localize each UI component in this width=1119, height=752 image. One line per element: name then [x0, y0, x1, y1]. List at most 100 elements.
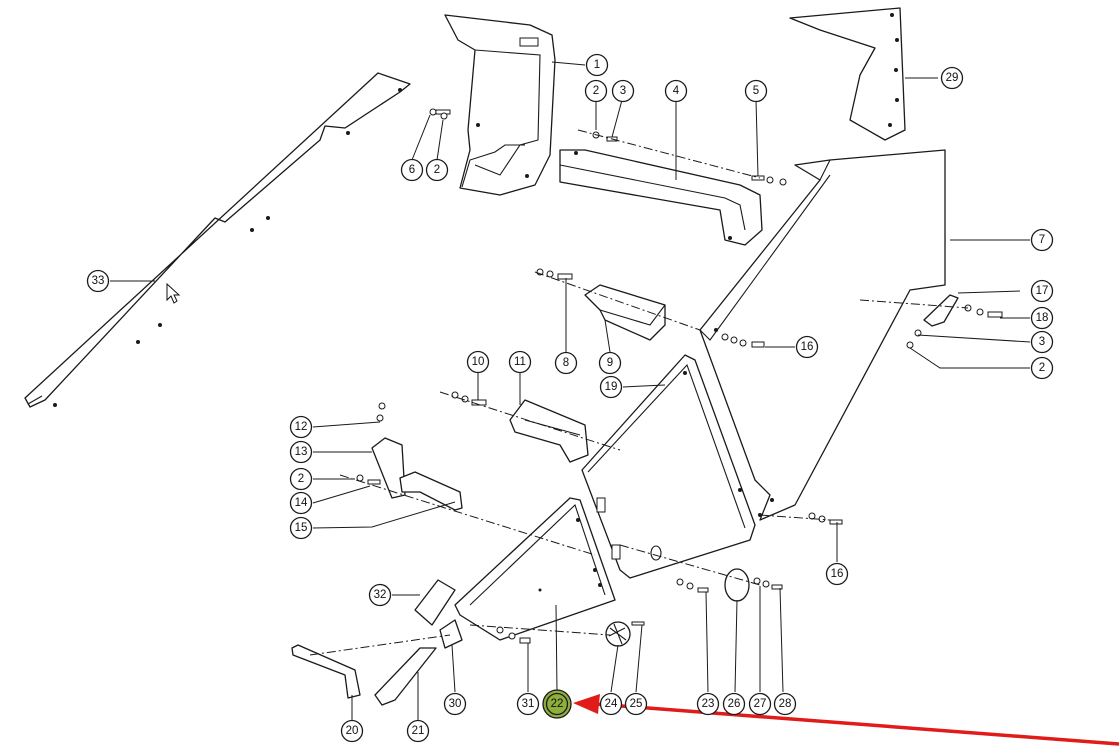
- callout-8[interactable]: 8: [554, 351, 578, 375]
- callout-label: 10: [472, 356, 485, 368]
- callout-32[interactable]: 32: [368, 583, 392, 607]
- callout-10[interactable]: 10: [466, 350, 490, 374]
- part-15-bracket: [399, 471, 463, 511]
- callout-18[interactable]: 18: [1030, 306, 1054, 330]
- callout-label: 2: [593, 85, 599, 97]
- callout-4[interactable]: 4: [664, 79, 688, 103]
- callout-label: 28: [779, 698, 792, 710]
- callout-2b[interactable]: 2: [425, 158, 449, 182]
- part-20-bracket: [291, 644, 361, 699]
- leader-lines: [110, 61, 1031, 720]
- callout-label: 5: [753, 85, 759, 97]
- callout-11[interactable]: 11: [508, 350, 532, 374]
- callout-label: 3: [620, 85, 626, 97]
- callout-2d[interactable]: 2: [289, 467, 313, 491]
- callout-23[interactable]: 23: [696, 692, 720, 716]
- callout-label: 27: [754, 698, 767, 710]
- part-4-channel: [559, 149, 763, 246]
- callout-label: 18: [1036, 312, 1049, 324]
- callout-25[interactable]: 25: [624, 692, 648, 716]
- part-7-housing: [699, 149, 946, 521]
- callout-2c[interactable]: 2: [1030, 356, 1054, 380]
- part-17-bracket: [923, 294, 959, 327]
- callout-19[interactable]: 19: [599, 375, 623, 399]
- callout-label: 24: [605, 698, 618, 710]
- callout-21[interactable]: 21: [406, 719, 430, 743]
- part-22-plate: [454, 497, 616, 641]
- callout-16b[interactable]: 16: [825, 562, 849, 586]
- part-29-plate: [789, 7, 906, 141]
- callout-label: 16: [801, 341, 814, 353]
- callout-label: 30: [449, 698, 462, 710]
- highlight-arrow: [573, 694, 1119, 746]
- callout-label: 2: [434, 164, 440, 176]
- callout-6[interactable]: 6: [400, 158, 424, 182]
- callout-label: 21: [412, 725, 425, 737]
- part-33-rail: [24, 72, 411, 408]
- callout-label: 15: [295, 522, 308, 534]
- callout-label: 23: [702, 698, 715, 710]
- callout-15[interactable]: 15: [289, 516, 313, 540]
- callout-label: 2: [298, 473, 304, 485]
- callout-30[interactable]: 30: [443, 692, 467, 716]
- callout-label: 4: [673, 85, 680, 97]
- callout-1[interactable]: 1: [585, 53, 609, 77]
- callout-label: 6: [409, 164, 415, 176]
- callout-label: 20: [346, 725, 359, 737]
- cursor-icon: [166, 282, 181, 304]
- callout-7[interactable]: 7: [1030, 228, 1054, 252]
- callout-28[interactable]: 28: [773, 692, 797, 716]
- callout-label: 32: [374, 589, 387, 601]
- callout-label: 3: [1039, 336, 1045, 348]
- part-1-shield: [444, 14, 556, 196]
- callout-label: 13: [295, 446, 308, 458]
- callout-12[interactable]: 12: [289, 415, 313, 439]
- callout-24[interactable]: 24: [599, 692, 623, 716]
- callout-label: 12: [295, 421, 308, 433]
- callout-label: 2: [1039, 362, 1045, 374]
- centerlines: [309, 129, 969, 656]
- callout-17[interactable]: 17: [1030, 279, 1054, 303]
- callout-label: 26: [728, 698, 741, 710]
- callout-label: 19: [605, 381, 618, 393]
- callout-label: 17: [1036, 285, 1049, 297]
- part-26-disc: [724, 568, 750, 602]
- callout-label: 22: [551, 698, 564, 710]
- callout-27[interactable]: 27: [748, 692, 772, 716]
- callout-29[interactable]: 29: [940, 66, 964, 90]
- callout-14[interactable]: 14: [289, 491, 313, 515]
- callout-label: 29: [946, 72, 959, 84]
- callout-label: 1: [594, 59, 600, 71]
- callout-3b[interactable]: 3: [1030, 330, 1054, 354]
- callout-33[interactable]: 33: [86, 269, 110, 293]
- callout-label: 9: [607, 357, 613, 369]
- callout-20[interactable]: 20: [340, 719, 364, 743]
- part-32-bracket: [414, 579, 456, 626]
- callout-label: 16: [831, 568, 844, 580]
- callout-2[interactable]: 2: [584, 79, 608, 103]
- part-19-plate: [581, 354, 756, 579]
- callout-22-highlighted[interactable]: 22: [542, 689, 572, 719]
- callout-label: 25: [630, 698, 643, 710]
- part-21-bracket: [374, 647, 437, 706]
- callout-13[interactable]: 13: [289, 440, 313, 464]
- callout-3[interactable]: 3: [611, 79, 635, 103]
- callout-label: 14: [295, 497, 308, 509]
- callout-label: 8: [563, 357, 569, 369]
- part-13-bracket: [371, 437, 406, 499]
- callout-label: 31: [522, 698, 535, 710]
- part-11-bracket: [509, 399, 589, 463]
- part-24-grille: [605, 621, 631, 647]
- callout-label: 33: [92, 275, 105, 287]
- callout-label: 7: [1039, 234, 1045, 246]
- callout-label: 11: [514, 356, 526, 368]
- callout-5[interactable]: 5: [744, 79, 768, 103]
- callout-16[interactable]: 16: [795, 335, 819, 359]
- callout-26[interactable]: 26: [722, 692, 746, 716]
- callout-31[interactable]: 31: [516, 692, 540, 716]
- callout-9[interactable]: 9: [598, 351, 622, 375]
- part-30-block: [439, 619, 463, 649]
- part-9-bracket: [584, 284, 666, 341]
